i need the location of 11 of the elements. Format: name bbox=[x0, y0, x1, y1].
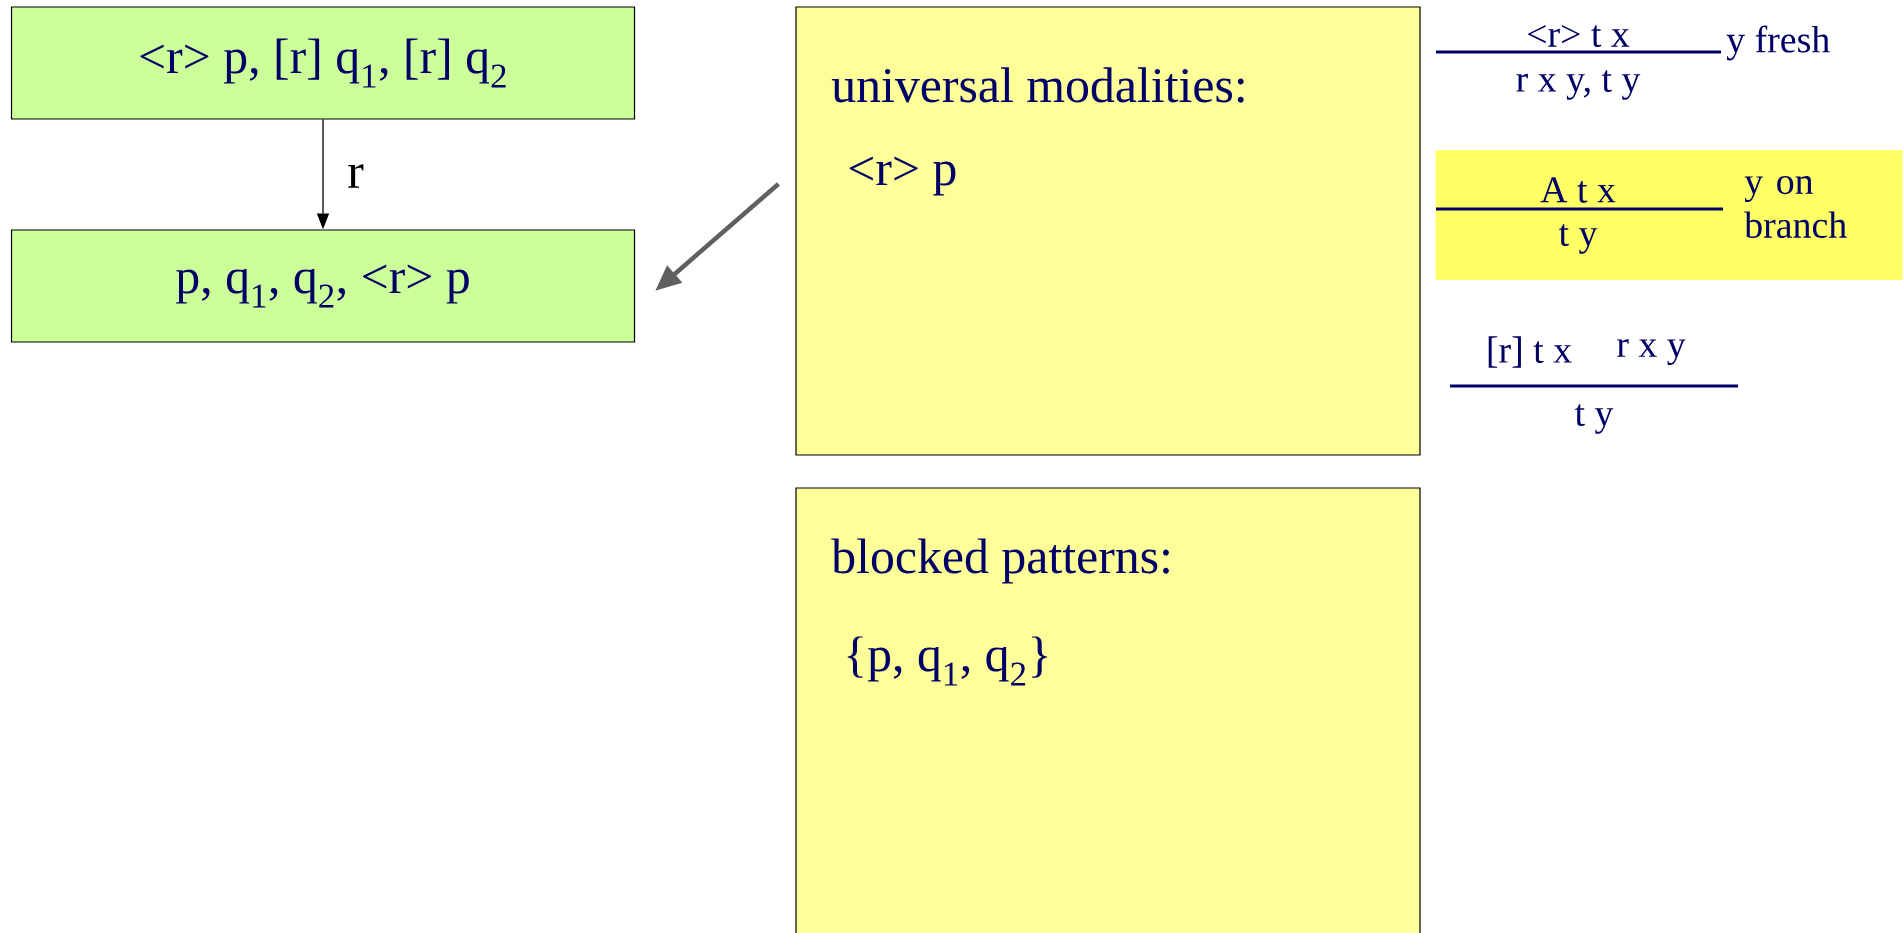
formula-box: <r> p, [r] q$_{1}$, [r] q$_{2}$ bbox=[10, 6, 636, 120]
edge-label: r bbox=[346, 163, 365, 189]
rule-conclusion: r x y, t y bbox=[1516, 70, 1641, 100]
rule-premise: <r> t x bbox=[1528, 24, 1630, 48]
text-panel: universal modalities: <r> p bbox=[795, 6, 1421, 456]
text-panel: blocked patterns: {p, q$_{1}$, q$_{2}$} bbox=[795, 487, 1421, 933]
side-condition: y fresh bbox=[1726, 25, 1830, 61]
rule-conclusion: t y bbox=[1574, 404, 1614, 434]
formula-box: p, q$_{1}$, q$_{2}$, <r> p bbox=[10, 229, 636, 343]
rule-premise: [r] t x bbox=[1488, 336, 1572, 368]
rule-premise: r x y bbox=[1617, 339, 1686, 365]
